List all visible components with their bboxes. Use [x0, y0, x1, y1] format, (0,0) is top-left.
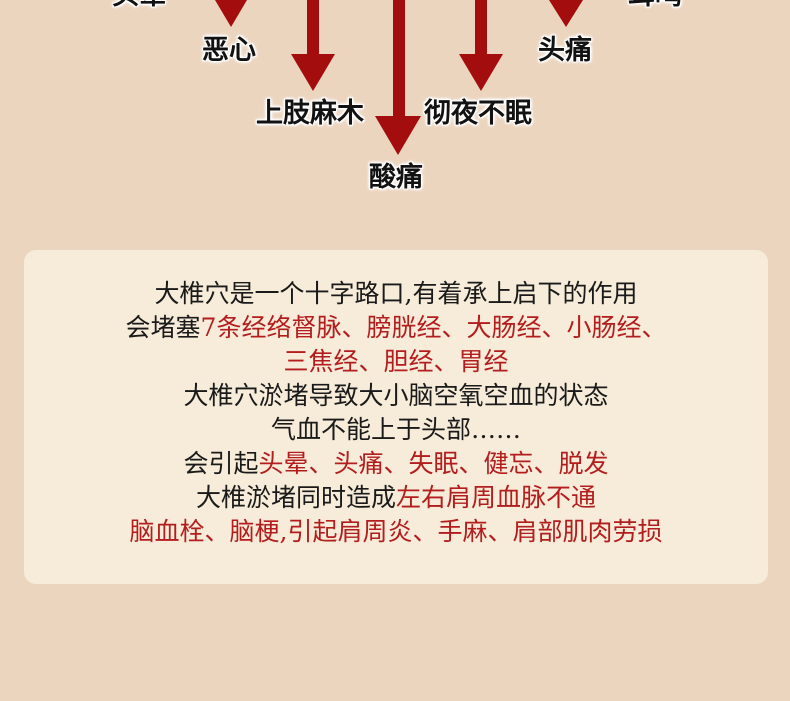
line-5-text: 气血不能上于头部…… — [270, 415, 521, 444]
arrow-shape — [215, 0, 247, 27]
arrow-shaft — [307, 0, 319, 54]
label-headache: 头痛 — [538, 35, 592, 66]
panel-line-5: 气血不能上于头部…… — [24, 413, 768, 447]
line-4-text: 大椎穴淤堵导致大小脑空氧空血的状态 — [183, 381, 609, 410]
arrow-shaft — [475, 0, 487, 54]
label-insomnia: 彻夜不眠 — [424, 98, 532, 129]
panel-line-8: 脑血栓、脑梗,引起肩周炎、手麻、肩部肌肉劳损 — [24, 515, 768, 549]
arrow-shape — [549, 0, 583, 27]
line-6-text-a: 会引起 — [183, 449, 259, 478]
arrow-diagram — [215, 0, 583, 155]
panel-line-4: 大椎穴淤堵导致大小脑空氧空血的状态 — [24, 379, 768, 413]
arrow-to-arm-numbness — [291, 0, 335, 91]
panel-line-1: 大椎穴是一个十字路口,有着承上启下的作用 — [24, 277, 768, 311]
top-left-label-cut: 头晕 — [112, 0, 166, 9]
line-8-text-highlight: 脑血栓、脑梗,引起肩周炎、手麻、肩部肌肉劳损 — [129, 517, 663, 546]
arrow-to-headache — [549, 0, 583, 27]
panel-line-2: 会堵塞7条经络督脉、膀胱经、大肠经、小肠经、 — [24, 311, 768, 345]
label-arm-numbness: 上肢麻木 — [256, 98, 364, 129]
line-6-text-highlight: 头晕、头痛、失眠、健忘、脱发 — [258, 449, 609, 478]
label-nausea: 恶心 — [202, 35, 256, 66]
line-7-text-a: 大椎淤堵同时造成 — [195, 483, 396, 512]
arrow-to-soreness — [375, 0, 421, 155]
label-soreness: 酸痛 — [369, 162, 423, 193]
arrow-head — [291, 54, 335, 91]
arrow-shaft — [393, 0, 405, 116]
line-2-text-a: 会堵塞 — [125, 313, 201, 342]
info-panel: 大椎穴是一个十字路口,有着承上启下的作用 会堵塞7条经络督脉、膀胱经、大肠经、小… — [24, 250, 768, 584]
arrow-head — [459, 54, 503, 91]
panel-line-6: 会引起头晕、头痛、失眠、健忘、脱发 — [24, 447, 768, 481]
arrow-to-insomnia — [459, 0, 503, 91]
panel-line-7: 大椎淤堵同时造成左右肩周血脉不通 — [24, 481, 768, 515]
top-right-label-cut: 耳鸣 — [628, 0, 682, 9]
line-1-text: 大椎穴是一个十字路口,有着承上启下的作用 — [154, 279, 638, 308]
line-2-text-highlight: 7条经络督脉、膀胱经、大肠经、小肠经、 — [200, 313, 667, 342]
panel-line-3: 三焦经、胆经、胃经 — [24, 345, 768, 379]
arrow-to-nausea — [215, 0, 247, 27]
arrow-head — [375, 116, 421, 155]
line-7-text-highlight: 左右肩周血脉不通 — [396, 483, 597, 512]
line-3-text-highlight: 三焦经、胆经、胃经 — [283, 347, 509, 376]
